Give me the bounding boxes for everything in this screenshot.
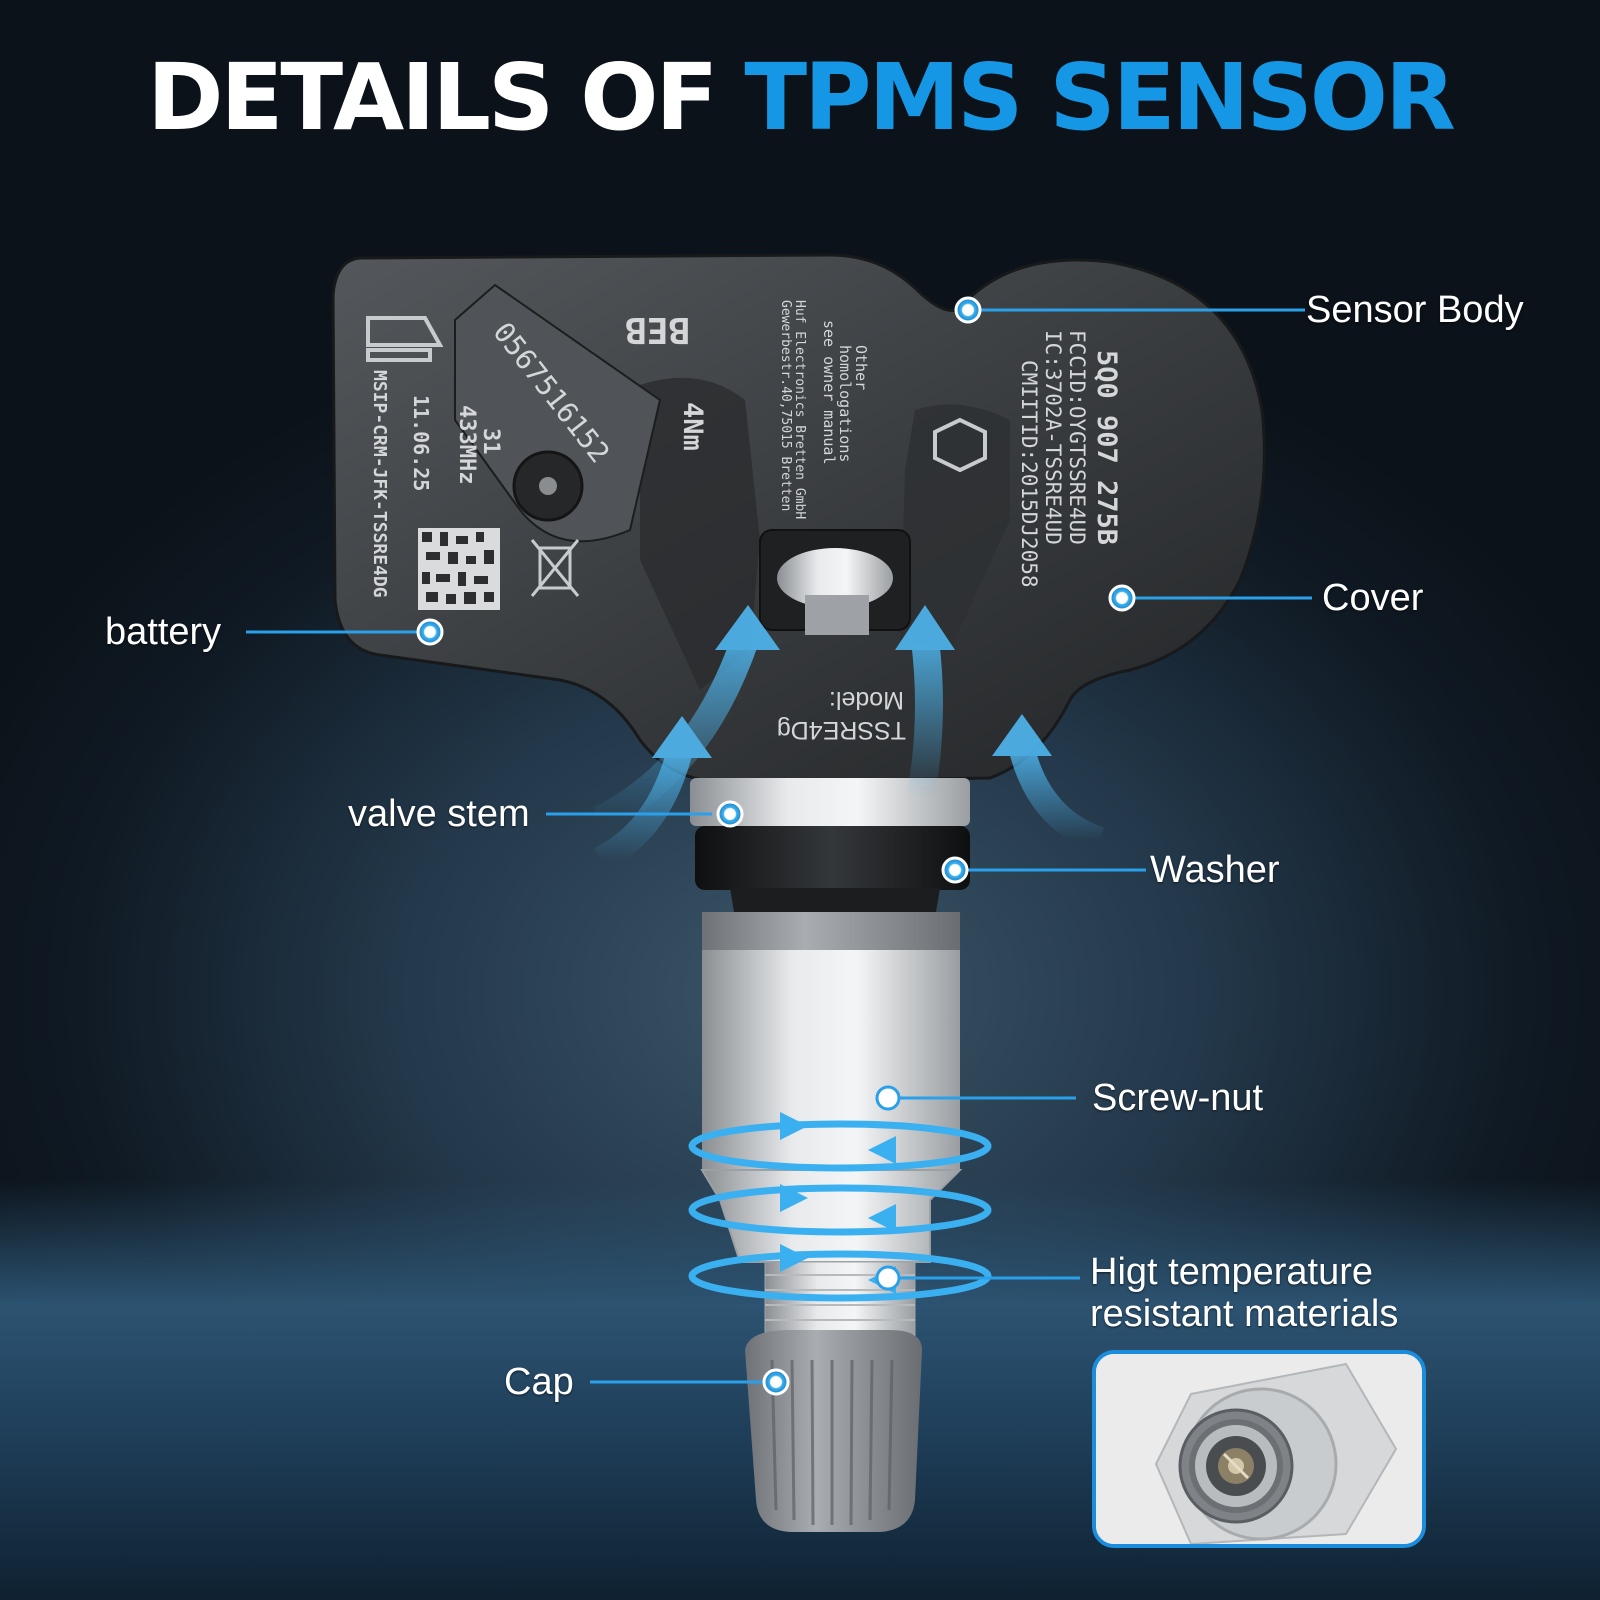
marking-number: 31 bbox=[478, 428, 503, 455]
label-cover: Cover bbox=[1322, 577, 1424, 619]
valve-stem-collar bbox=[690, 778, 970, 826]
label-high-temp-line2: resistant materials bbox=[1090, 1293, 1399, 1335]
title-white: DETAILS OF bbox=[147, 44, 718, 151]
callout-dot-cap bbox=[762, 1368, 790, 1396]
marking-maker-2: Gewerbestr.40,75015 Bretten bbox=[778, 300, 793, 511]
marking-torque: 4Nm bbox=[677, 402, 708, 451]
label-valve-stem: valve stem bbox=[348, 793, 530, 835]
washer-ring bbox=[695, 826, 970, 890]
valve-closeup-image bbox=[1096, 1354, 1422, 1544]
screw-nut-body bbox=[702, 950, 960, 1170]
label-screw-nut: Screw-nut bbox=[1092, 1077, 1264, 1119]
marking-ic: IC:3702A-TSSRE4UD bbox=[1041, 330, 1065, 545]
label-sensor-body: Sensor Body bbox=[1306, 289, 1524, 331]
page-title: DETAILS OF TPMS SENSOR bbox=[0, 48, 1600, 148]
callout-dot-valve-stem bbox=[716, 800, 744, 828]
marking-homologation-2: homologations bbox=[836, 345, 854, 462]
label-washer: Washer bbox=[1150, 849, 1280, 891]
callout-dot-sensor-body bbox=[954, 296, 982, 324]
marking-maker-1: Huf Electronics Bretten GmbH bbox=[792, 300, 807, 519]
title-blue: TPMS SENSOR bbox=[744, 44, 1455, 151]
marking-date: 11.06.25 bbox=[409, 395, 433, 491]
label-cap: Cap bbox=[504, 1361, 574, 1403]
marking-homologation-3: see owner manual bbox=[820, 320, 838, 465]
callout-dot-cover bbox=[1108, 584, 1136, 612]
marking-code: BEB bbox=[625, 309, 690, 350]
callout-dot-washer bbox=[941, 856, 969, 884]
callout-dot-screw-nut bbox=[875, 1085, 901, 1111]
marking-part-number: 5Q0 907 275B bbox=[1091, 350, 1122, 545]
valve-closeup-inset bbox=[1092, 1350, 1426, 1548]
marking-model: TSSRE4Dg bbox=[777, 716, 906, 744]
marking-msip: MSIP-CRM-JFK-TSSRE4DG bbox=[369, 370, 390, 598]
rotation-rings bbox=[688, 1120, 992, 1302]
airflow-arrows bbox=[593, 605, 1105, 872]
marking-model-label: Model: bbox=[829, 686, 904, 714]
callout-dot-high-temp bbox=[875, 1265, 901, 1291]
marking-frequency: 433MHz bbox=[454, 405, 479, 484]
label-high-temp-line1: Higt temperature bbox=[1090, 1251, 1374, 1293]
marking-cmiit: CMIITID:2015DJ2058 bbox=[1017, 360, 1041, 588]
marking-fccid: FCCID:OYGTSSRE4UD bbox=[1065, 330, 1089, 545]
callout-dot-battery bbox=[416, 618, 444, 646]
label-battery: battery bbox=[105, 611, 222, 653]
marking-homologation-1: Other bbox=[852, 345, 870, 390]
